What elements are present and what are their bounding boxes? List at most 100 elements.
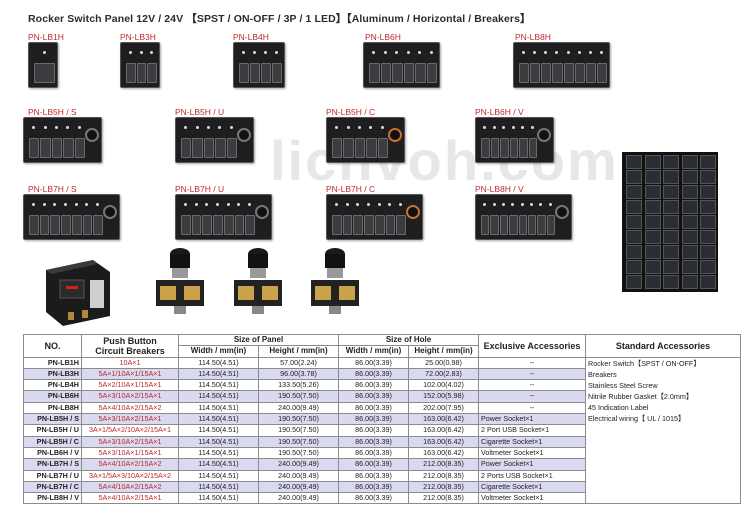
indication-label-icon [626, 200, 642, 214]
row-circuit-breakers: 5A×4/10A×2/15A×2 [81, 480, 179, 494]
breaker-button-icon [511, 126, 515, 129]
breaker-button-icon [31, 203, 35, 206]
breaker-button-icon [184, 126, 188, 129]
row-no: PN-LB7H / S [23, 458, 82, 471]
rocker-switch-icon [528, 138, 537, 158]
model-label: PN-LB7H / S [28, 184, 77, 194]
switch-panel-image [475, 194, 572, 240]
rocker-switch-icon [546, 215, 555, 235]
indication-label-icon [681, 215, 698, 229]
row-hole-height: 212.00(8.35) [408, 458, 480, 471]
breaker-button-icon [356, 203, 360, 206]
indication-label-icon [644, 245, 661, 259]
rocker-switch-icon [29, 215, 39, 235]
row-circuit-breakers: 3A×1/5A×2/10A×2/15A×1 [81, 424, 179, 437]
accessory-socket-icon [555, 205, 569, 219]
rocker-switch-icon [509, 138, 518, 158]
breaker-button-icon [66, 126, 70, 129]
row-exclusive-accessory: -- [478, 401, 587, 415]
indication-label-icon [681, 200, 698, 214]
rocker-switch-icon [354, 138, 366, 158]
row-exclusive-accessory: Power Socket×1 [478, 413, 587, 426]
breaker-button-icon [399, 203, 403, 206]
model-label: PN-LB6H [365, 32, 401, 42]
row-hole-width: 86.00(3.39) [338, 390, 410, 403]
rocker-switch-icon [245, 215, 255, 235]
rocker-switch-icon [380, 63, 391, 83]
breaker-button-icon [194, 203, 198, 206]
row-circuit-breakers: 3A×1/5A×3/10A×2/15A×2 [81, 469, 179, 482]
row-hole-height: 25.00(0.98) [408, 356, 480, 369]
indication-label-icon [644, 155, 661, 169]
row-panel-width: 114.50(4.51) [178, 413, 259, 426]
model-label: PN-LB1H [28, 32, 64, 42]
breaker-button-icon [216, 203, 219, 206]
indication-label-icon [626, 230, 642, 244]
row-no: PN-LB5H / U [23, 424, 82, 437]
switch-panel-image [326, 117, 405, 163]
breaker-button-icon [566, 51, 570, 54]
indication-label-icon [700, 155, 716, 169]
watermark-text: licnvoh.com [270, 129, 619, 192]
row-no: PN-LB8H [23, 401, 82, 415]
switch-panel-image [475, 117, 554, 163]
indication-label-icon [700, 200, 716, 214]
model-label: PN-LB8H [515, 32, 551, 42]
rocker-switch-icon [585, 63, 596, 83]
rocker-switch-icon [500, 138, 509, 158]
header-size-hole: Size of Hole [338, 333, 480, 347]
rocker-switch-icon [226, 138, 237, 158]
row-no: PN-LB6H / V [23, 446, 82, 460]
model-label: PN-LB4H [233, 32, 269, 42]
breaker-button-icon [501, 203, 505, 206]
row-no: PN-LB4H [23, 379, 82, 392]
switch-panel-image [175, 117, 254, 163]
row-exclusive-accessory: -- [478, 390, 587, 403]
row-panel-height: 57.00(2.24) [257, 356, 340, 369]
row-panel-height: 240.00(9.49) [257, 401, 340, 415]
breaker-button-icon [205, 203, 209, 206]
breaker-button-icon [229, 126, 233, 129]
model-label: PN-LB6H / V [475, 107, 524, 117]
row-no: PN-LB7H / U [23, 469, 82, 482]
breaker-button-icon [183, 203, 187, 206]
breaker-button-icon [502, 126, 506, 129]
breaker-button-icon [599, 51, 603, 54]
model-label: PN-LB3H [120, 32, 156, 42]
row-panel-width: 114.50(4.51) [178, 480, 259, 494]
accessory-socket-icon [255, 205, 269, 219]
row-circuit-breakers: 10A×1 [81, 356, 179, 369]
row-hole-height: 163.00(6.42) [408, 424, 480, 437]
rocker-switch-icon [202, 215, 213, 235]
rocker-switch-icon [366, 138, 377, 158]
rocker-switch-image [46, 260, 110, 326]
breaker-button-icon [248, 203, 252, 206]
indication-label-sheet [622, 152, 718, 292]
breaker-button-icon [367, 203, 370, 206]
rocker-switch-icon [181, 138, 192, 158]
indication-label-icon [700, 215, 716, 229]
rocker-switch-icon [136, 63, 147, 83]
indication-label-icon [626, 215, 642, 229]
indication-label-icon [626, 275, 642, 289]
breaker-button-icon [377, 203, 381, 206]
standard-accessory-item: 45 Indication Label [588, 402, 649, 412]
row-hole-width: 86.00(3.39) [338, 446, 410, 460]
indication-label-icon [663, 215, 679, 229]
standard-accessory-item: Electrical wiring【 UL / 1015】 [588, 413, 686, 423]
rocker-switch-icon [126, 63, 136, 83]
row-exclusive-accessory: 2 Ports USB Socket×1 [478, 469, 587, 482]
standard-accessory-item: Nitrile Rubber Gasket【2.0mm】 [588, 391, 694, 401]
row-hole-height: 72.00(2.83) [408, 367, 480, 381]
breaker-button-icon [511, 203, 515, 206]
rocker-switch-icon [74, 138, 85, 158]
rocker-switch-icon [181, 215, 191, 235]
row-hole-height: 212.00(8.35) [408, 480, 480, 494]
row-hole-width: 86.00(3.39) [338, 379, 410, 392]
indication-label-icon [700, 170, 716, 184]
row-no: PN-LB8H / V [23, 492, 82, 505]
rocker-switch-icon [343, 138, 354, 158]
row-no: PN-LB7H / C [23, 480, 82, 494]
breaker-button-icon [226, 203, 230, 206]
